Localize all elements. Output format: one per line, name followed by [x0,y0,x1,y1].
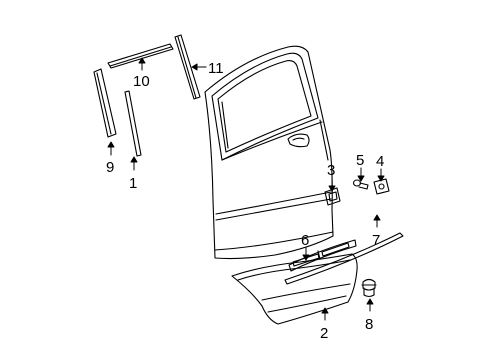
part-6-moulding-clip-strip [288,239,357,272]
callout-10: 10 [133,73,150,90]
callout-6: 6 [301,232,309,249]
callouts: 1 9 10 11 3 5 4 6 7 2 8 [106,60,384,342]
part-10-frame-moulding [107,43,174,69]
part-11-rear-moulding [174,34,201,100]
callout-3: 3 [327,162,335,179]
callout-9: 9 [106,159,114,176]
callout-7: 7 [372,232,380,249]
callout-11: 11 [208,60,224,77]
callout-1: 1 [129,175,137,192]
part-4-retainer [373,178,390,195]
callout-8: 8 [365,316,373,333]
part-2-lower-cladding [231,253,358,325]
part-8-grommet [361,278,377,298]
callout-4: 4 [376,153,384,170]
leader-lines [107,57,385,321]
part-9-pillar-applique [93,68,117,138]
part-5-screw [352,179,369,190]
rear-door-shell [204,45,334,260]
callout-5: 5 [356,152,364,169]
part-7-door-moulding [284,232,404,285]
callout-2: 2 [320,325,328,342]
part-1-belt-weatherstrip [124,90,142,157]
